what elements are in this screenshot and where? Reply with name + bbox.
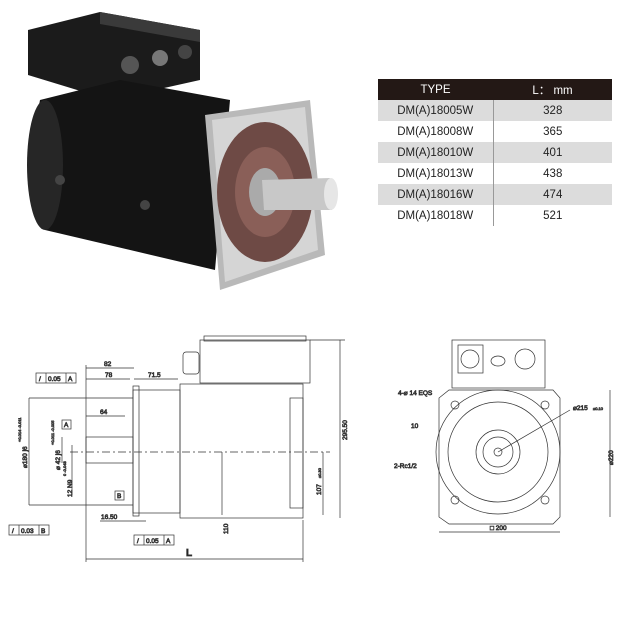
- dim-82: 82: [104, 361, 112, 368]
- dim-12: 12 N9: [67, 479, 74, 497]
- tol-ref: A: [68, 376, 73, 383]
- length-cell: 474: [493, 184, 612, 205]
- dim-42-tol: +0.011 -0.005: [50, 420, 55, 445]
- dim-42: ⌀ 42 j6: [55, 450, 62, 470]
- dim-295-50: 295.50: [342, 420, 349, 440]
- tol-symbol: /: [137, 538, 139, 545]
- length-cell: 328: [493, 100, 612, 121]
- type-cell: DM(A)18013W: [378, 163, 494, 184]
- side-view: 82 78 71.5 64 16.50 110 107 ±0.30 295.50…: [8, 335, 349, 562]
- dim-220: ⌀220: [608, 450, 615, 465]
- dim-110: 110: [223, 523, 230, 534]
- type-cell: DM(A)18018W: [378, 205, 494, 226]
- table-row: DM(A)18013W 438: [378, 163, 612, 184]
- motor-photo: [27, 12, 338, 290]
- tol-value: 0.05: [146, 538, 159, 545]
- header-type: TYPE: [378, 79, 493, 100]
- dim-pcd-tol: ±0.10: [593, 406, 604, 411]
- type-cell: DM(A)18008W: [378, 121, 494, 142]
- length-cell: 438: [543, 167, 563, 180]
- tol-symbol: /: [12, 528, 14, 535]
- tol-symbol: /: [39, 376, 41, 383]
- dim-71-5: 71.5: [148, 372, 161, 379]
- tol-value: 0.05: [48, 376, 61, 383]
- length-cell: 365: [543, 125, 563, 138]
- dim-180-tol: +0.014 -0.011: [17, 417, 22, 442]
- motor-body: [27, 80, 230, 270]
- type-cell: DM(A)18010W: [378, 142, 494, 163]
- datum-a: A: [64, 422, 69, 429]
- length-cell: 401: [493, 142, 612, 163]
- dim-64: 64: [100, 409, 108, 416]
- motor-terminal-box: [28, 12, 200, 100]
- table-row: DM(A)18018W 521: [378, 205, 612, 226]
- front-view: 4-⌀ 14 EQS ⌀215 ±0.10 10 2-Rc1/2 ⌀220 □ …: [394, 339, 615, 533]
- length-cell: 521: [543, 209, 563, 222]
- motor-shaft: [262, 178, 338, 210]
- tolerance-frame-1: / 0.05 A: [35, 372, 77, 384]
- dim-holes: 4-⌀ 14 EQS: [398, 390, 433, 397]
- tol-value: 0.03: [21, 528, 34, 535]
- tol-ref: A: [166, 538, 171, 545]
- datum-b: B: [117, 493, 121, 500]
- dim-pcd: ⌀215: [573, 405, 588, 412]
- dim-16-50: 16.50: [101, 514, 118, 521]
- dim-10: 10: [411, 423, 419, 430]
- type-cell: DM(A)18016W: [378, 184, 494, 205]
- dim-180: ⌀180 j6: [22, 446, 29, 468]
- header-length: L： mm: [493, 79, 612, 100]
- dim-12-tol: 0 -0.043: [62, 461, 67, 476]
- tolerance-frame-2: / 0.03 B: [8, 524, 50, 536]
- dim-107-tol: ±0.30: [317, 467, 322, 478]
- dim-200: □ 200: [490, 525, 507, 532]
- type-cell: DM(A)18005W: [378, 100, 494, 121]
- dim-L: L: [186, 548, 192, 559]
- tolerance-frame-3: / 0.05 A: [133, 534, 175, 546]
- dim-107: 107: [316, 484, 323, 495]
- dim-rc: 2-Rc1/2: [394, 463, 417, 470]
- tol-ref: B: [41, 528, 45, 535]
- dim-78: 78: [105, 372, 113, 379]
- table-row: DM(A)18008W 365: [378, 121, 612, 142]
